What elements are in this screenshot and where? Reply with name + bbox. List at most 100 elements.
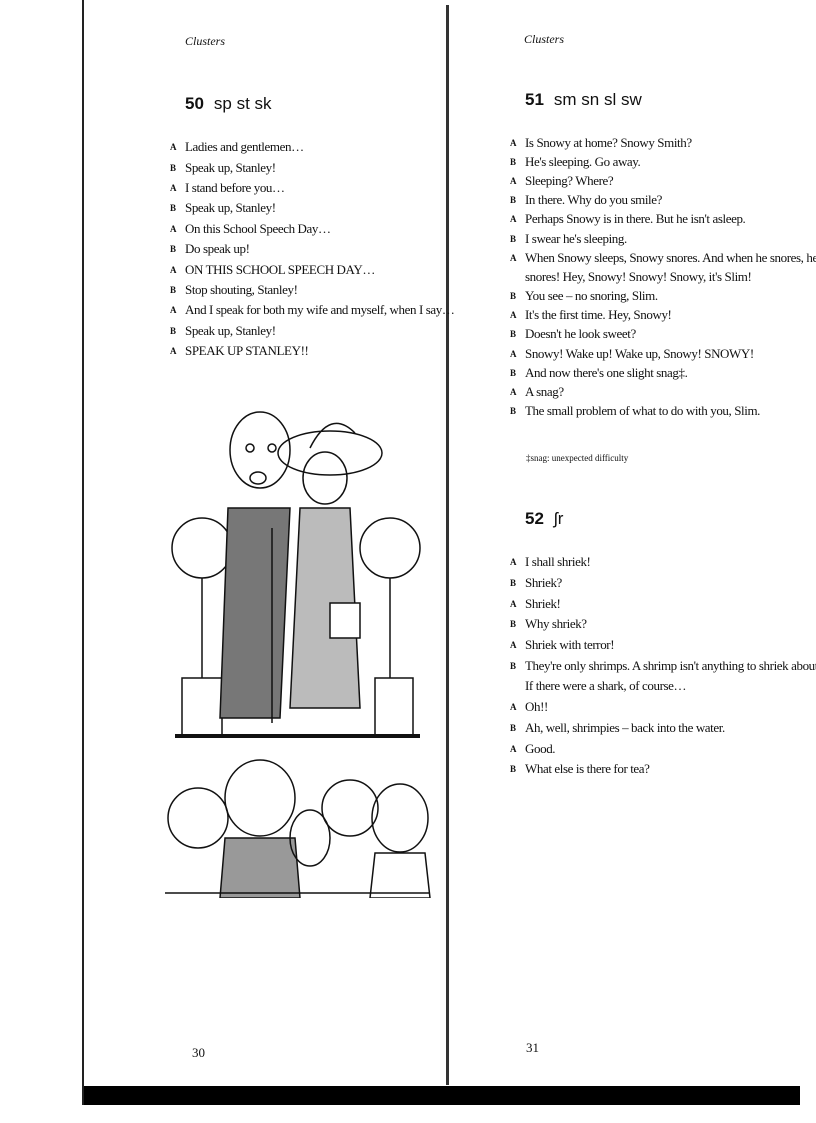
- speaker-label: A: [510, 598, 517, 609]
- section-title: ʃr: [553, 509, 564, 528]
- dialogue-line: snores! Hey, Snowy! Snowy! Snowy, it's S…: [510, 267, 816, 286]
- dialogue-text: Is Snowy at home? Snowy Smith?: [525, 134, 692, 150]
- section-number: 51: [525, 90, 544, 109]
- dialogue-line: B Speak up, Stanley!: [170, 157, 454, 177]
- speaker-label: A: [510, 137, 517, 148]
- dialogue-text: You see – no snoring, Slim.: [525, 288, 658, 304]
- dialogue-line: A I shall shriek!: [510, 552, 816, 573]
- left-page-edge: [82, 0, 84, 1105]
- dialogue-line: B I swear he's sleeping.: [510, 229, 816, 248]
- speaker-label: A: [510, 214, 517, 225]
- dialogue-line: B Ah, well, shrimpies – back into the wat…: [510, 718, 816, 739]
- dialogue-line: B Doesn't he look sweet?: [510, 325, 816, 344]
- footnote: ‡snag: unexpected difficulty: [526, 453, 629, 463]
- dialogue-text: It's the first time. Hey, Snowy!: [525, 307, 672, 323]
- speaker-label: A: [170, 305, 177, 316]
- dialogue-line: A Shriek with terror!: [510, 635, 816, 656]
- dialogue-text: Shriek with terror!: [525, 637, 615, 653]
- dialogue-text: Sleeping? Where?: [525, 172, 614, 188]
- speaker-label: B: [510, 660, 516, 671]
- speaker-label: A: [510, 348, 517, 359]
- page-number-right: 31: [526, 1040, 539, 1055]
- dialogue-text: He's sleeping. Go away.: [525, 153, 641, 169]
- speaker-label: A: [510, 310, 517, 321]
- speaker-label: A: [170, 346, 177, 357]
- dialogue-text: When Snowy sleeps, Snowy snores. And whe…: [525, 249, 816, 265]
- speaker-label: B: [170, 203, 176, 214]
- speaker-label: A: [510, 252, 517, 263]
- dialogue-text: On this School Speech Day…: [185, 220, 331, 236]
- dialogue-text: I swear he's sleeping.: [525, 230, 627, 246]
- dialogue-text: Stop shouting, Stanley!: [185, 281, 298, 297]
- dialogue-text: Why shriek?: [525, 616, 587, 632]
- speaker-label: B: [170, 325, 176, 336]
- dialogue-text: snores! Hey, Snowy! Snowy! Snowy, it's S…: [525, 268, 752, 284]
- dialogue-text: Shriek!: [525, 595, 561, 611]
- speaker-label: B: [510, 233, 516, 244]
- book-spine: [446, 5, 449, 1085]
- dialogue-line: A On this School Speech Day…: [170, 219, 454, 239]
- speaker-label: A: [510, 640, 517, 651]
- dialogue-text: Ladies and gentlemen…: [185, 139, 304, 155]
- speaker-label: B: [510, 619, 516, 630]
- speaker-label: B: [510, 764, 516, 775]
- speech-day-illustration: [165, 411, 431, 898]
- speaker-label: A: [170, 223, 177, 234]
- speaker-label: A: [510, 743, 517, 754]
- dialogue-text: The small problem of what to do with you…: [525, 403, 761, 419]
- dialogue-line: A And I speak for both my wife and myself…: [170, 300, 455, 320]
- section-number: 52: [525, 509, 544, 528]
- dialogue-text: Speak up, Stanley!: [185, 159, 276, 175]
- dialogue-line: A Ladies and gentlemen…: [170, 137, 454, 157]
- dialogue-text: What else is there for tea?: [525, 761, 650, 777]
- dialogue-text: And I speak for both my wife and myself,…: [185, 302, 455, 318]
- dialogue-text: Do speak up!: [185, 241, 250, 257]
- dialogue-text: Perhaps Snowy is in there. But he isn't …: [525, 211, 746, 227]
- dialogue-line: A It's the first time. Hey, Snowy!: [510, 306, 816, 325]
- speaker-label: B: [510, 578, 516, 589]
- dialogue-line: A When Snowy sleeps, Snowy snores. And wh…: [510, 248, 816, 267]
- dialogue-text: Ah, well, shrimpies – back into the wate…: [525, 719, 725, 735]
- dialogue-text: Speak up, Stanley!: [185, 322, 276, 338]
- speaker-label: B: [170, 244, 176, 255]
- dialogue-text: A snag?: [525, 384, 564, 400]
- dialogue-text: Doesn't he look sweet?: [525, 326, 636, 342]
- speaker-label: B: [170, 162, 176, 173]
- section-number: 50: [185, 94, 204, 113]
- dialogue-line: A SPEAK UP STANLEY!!: [170, 341, 454, 361]
- dialogue-line: B Do speak up!: [170, 239, 454, 259]
- dialogue-text: SPEAK UP STANLEY!!: [185, 343, 309, 359]
- dialogue-line: A Perhaps Snowy is in there. But he isn't…: [510, 210, 816, 229]
- speaker-label: B: [510, 329, 516, 340]
- dialogue-text: I shall shriek!: [525, 554, 591, 570]
- dialogue-text: Snowy! Wake up! Wake up, Snowy! SNOWY!: [525, 345, 754, 361]
- speaker-label: A: [510, 557, 517, 568]
- dialogue-text: Speak up, Stanley!: [185, 200, 276, 216]
- running-head-left: Clusters: [185, 34, 226, 48]
- dialogue-text: ON THIS SCHOOL SPEECH DAY…: [185, 261, 375, 277]
- speaker-label: A: [510, 387, 517, 398]
- dialogue-line: A Snowy! Wake up! Wake up, Snowy! SNOWY!: [510, 344, 816, 363]
- dialogue-line: B You see – no snoring, Slim.: [510, 287, 816, 306]
- dialogue-50: A Ladies and gentlemen… B Speak up, Stanley…: [170, 137, 455, 361]
- speaker-label: A: [170, 142, 177, 153]
- dialogue-text: I stand before you…: [185, 179, 285, 195]
- dialogue-line: B Speak up, Stanley!: [170, 321, 454, 341]
- dialogue-line: B What else is there for tea?: [510, 759, 816, 780]
- dialogue-line: A Sleeping? Where?: [510, 171, 816, 190]
- speaker-label: A: [170, 182, 177, 193]
- dialogue-line: A Is Snowy at home? Snowy Smith?: [510, 133, 816, 152]
- dialogue-line: B Why shriek?: [510, 614, 816, 635]
- dialogue-line: B The small problem of what to do with yo…: [510, 402, 816, 421]
- speaker-label: B: [510, 291, 516, 302]
- speaker-label: B: [510, 406, 516, 417]
- running-head-right: Clusters: [524, 32, 565, 46]
- speaker-label: A: [510, 175, 517, 186]
- dialogue-text: Shriek?: [525, 575, 562, 591]
- speaker-label: B: [510, 722, 516, 733]
